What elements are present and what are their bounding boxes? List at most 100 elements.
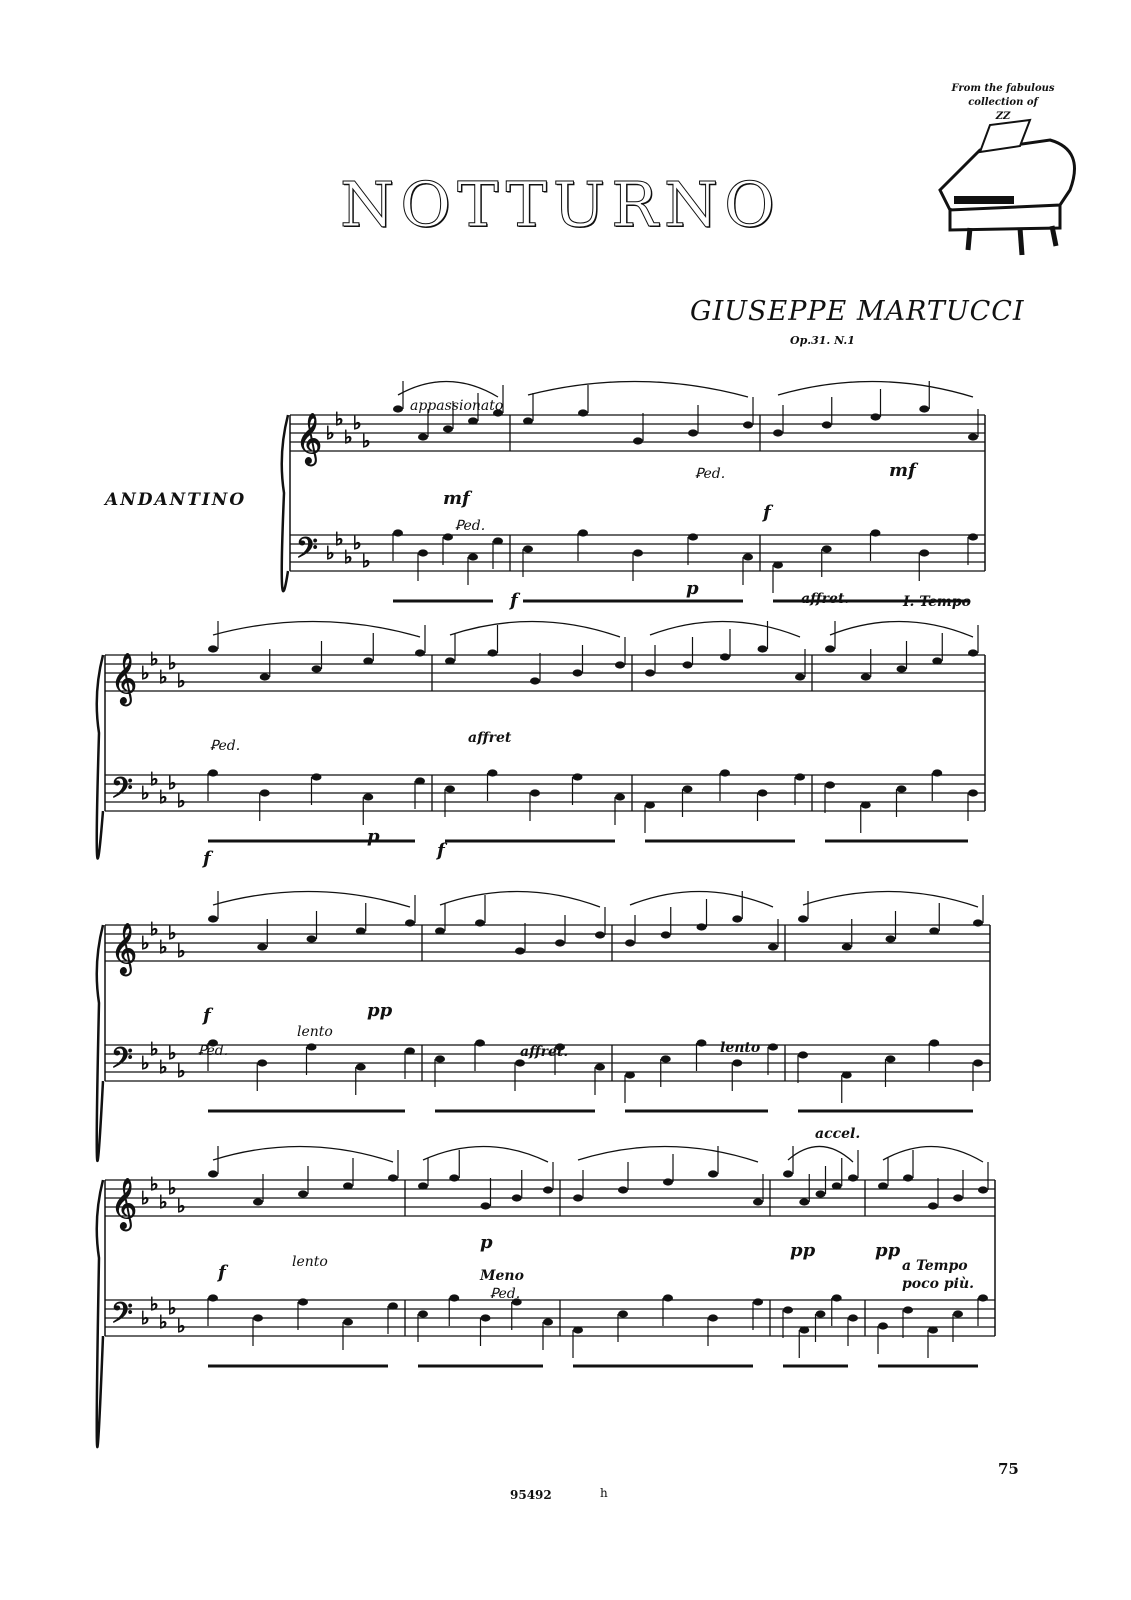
note-head (418, 433, 428, 441)
note-head (753, 1198, 763, 1206)
note-head (732, 915, 743, 923)
note-head (625, 939, 635, 947)
marking-tempo-primo: I. Tempo (903, 594, 971, 610)
note-head (841, 943, 852, 951)
note-head (795, 773, 805, 781)
slur (212, 890, 411, 908)
note-head (753, 1298, 763, 1306)
note-head (480, 1314, 491, 1322)
note-head (543, 1318, 553, 1326)
slur (397, 380, 499, 398)
note-head (443, 533, 453, 541)
note-head (443, 425, 453, 433)
note-head (511, 1194, 522, 1202)
system-brace (95, 924, 105, 1163)
note-head (493, 409, 503, 417)
flat-icon: ♭ (141, 1308, 150, 1329)
slur (882, 1145, 984, 1163)
note-head (825, 645, 835, 653)
note-head (298, 1298, 308, 1306)
note-head (799, 1198, 810, 1206)
pedal-marking-1: Ꝑed. (455, 518, 486, 534)
flat-icon: ♭ (150, 1174, 159, 1195)
note-head (449, 1294, 460, 1302)
note-head (405, 919, 415, 927)
treble-clef-icon: 𝄞 (111, 653, 137, 706)
note-head (388, 1174, 398, 1182)
pedal-marking-2: Ꝑed. (695, 466, 726, 482)
flat-icon: ♭ (168, 773, 177, 794)
marking-accel: accel. (815, 1126, 861, 1142)
note-head (572, 669, 583, 677)
marking-affret-3: affret. (520, 1044, 569, 1060)
note-head (798, 1051, 808, 1059)
note-head (645, 669, 655, 677)
composer-name: GIUSEPPE MARTUCCI (690, 296, 1025, 327)
flat-icon: ♭ (344, 427, 353, 448)
note-head (688, 429, 698, 437)
collection-stamp: From the fabulous collection of ZZ (920, 80, 1090, 260)
marking-lento-2: lento (720, 1040, 761, 1056)
slur (802, 890, 979, 908)
note-head (306, 935, 317, 943)
note-head (953, 1310, 963, 1318)
marking-poco-piu: poco più. (902, 1276, 975, 1292)
tempo-marking: ANDANTINO (105, 490, 247, 510)
note-head (660, 1055, 671, 1063)
dynamic-mf-1: mf (443, 488, 470, 509)
note-head (573, 1326, 583, 1334)
note-head (688, 533, 698, 541)
note-head (298, 1190, 308, 1198)
note-head (932, 657, 943, 665)
note-head (848, 1174, 858, 1182)
note-head (445, 657, 455, 665)
note-head (696, 1039, 707, 1047)
note-head (743, 421, 753, 429)
note-head (555, 939, 565, 947)
note-head (595, 1063, 605, 1071)
stamp-line-2: collection of (968, 97, 1038, 108)
piece-title: NOTTURNO (340, 168, 781, 242)
pedal-marking-3: Ꝑed. (210, 738, 241, 754)
note-head (475, 1039, 485, 1047)
flat-icon: ♭ (159, 1312, 168, 1333)
note-head (696, 923, 707, 931)
dynamic-f-2: f (763, 502, 771, 523)
note-head (663, 1294, 673, 1302)
flat-icon: ♭ (177, 1196, 186, 1217)
dynamic-p-3: p (480, 1232, 493, 1253)
flat-icon: ♭ (150, 769, 159, 790)
treble-clef-icon: 𝄞 (111, 1178, 137, 1231)
note-head (928, 1202, 938, 1210)
marking-a-tempo: a Tempo (902, 1258, 968, 1274)
flat-icon: ♭ (326, 423, 335, 444)
note-head (929, 1039, 940, 1047)
flat-icon: ♭ (168, 923, 177, 944)
note-head (523, 545, 533, 553)
flat-icon: ♭ (177, 1061, 186, 1082)
note-head (660, 931, 671, 939)
flat-icon: ♭ (326, 543, 335, 564)
page-number: 75 (998, 1460, 1019, 1478)
note-head (878, 1322, 888, 1330)
note-head (435, 1055, 445, 1063)
stamp-line-3: ZZ (995, 111, 1011, 122)
note-head (682, 661, 693, 669)
flat-icon: ♭ (353, 413, 362, 434)
note-head (663, 1178, 673, 1186)
marking-affret-2: affret (468, 730, 512, 746)
note-head (572, 773, 583, 781)
note-head (208, 1294, 218, 1302)
note-head (311, 773, 322, 781)
system-brace (280, 414, 290, 593)
marking-lento-3: lento (292, 1254, 328, 1270)
note-head (573, 1194, 583, 1202)
dynamic-p-1: p (686, 578, 699, 599)
note-head (449, 1174, 460, 1182)
note-head (435, 927, 445, 935)
note-head (968, 433, 978, 441)
slur (649, 620, 801, 638)
system-brace (95, 654, 105, 860)
note-head (208, 645, 218, 653)
